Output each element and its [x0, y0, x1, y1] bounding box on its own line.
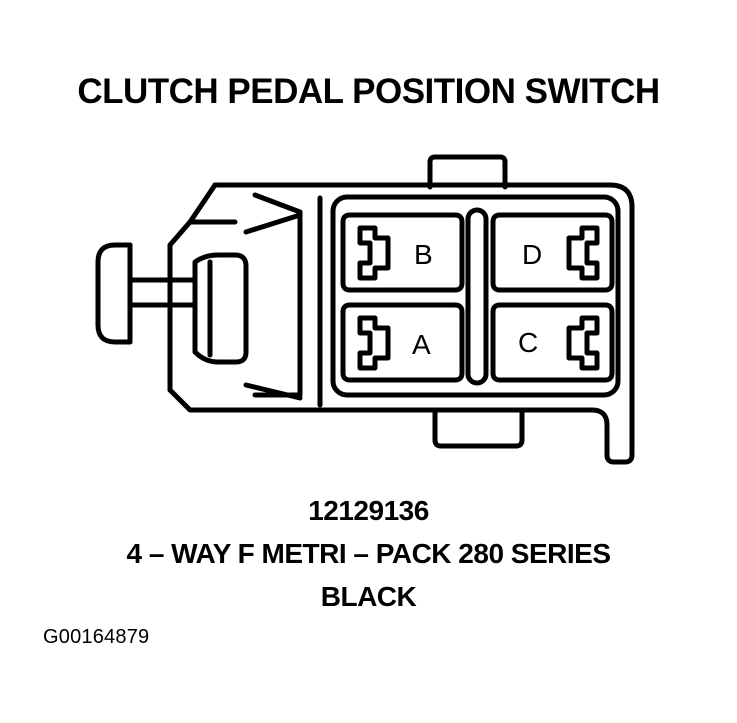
connector-type: 4 – WAY F METRI – PACK 280 SERIES	[126, 538, 611, 569]
pin-cavity-d	[490, 212, 615, 293]
pin-cavity-b	[340, 212, 465, 293]
pin-cavity-c	[490, 302, 615, 383]
pin-label-b: B	[414, 239, 433, 270]
plunger	[95, 212, 303, 401]
pin-label-c: C	[518, 327, 538, 358]
bottom-tab	[432, 407, 525, 449]
top-lock-tab	[427, 154, 508, 190]
pin-label-a: A	[412, 329, 431, 360]
pin-label-d: D	[522, 239, 542, 270]
figure-id: G00164879	[43, 626, 150, 648]
part-number: 12129136	[308, 495, 429, 526]
pin-cavity-a	[340, 302, 465, 383]
cavity-frame	[330, 194, 621, 398]
connector-body	[167, 182, 635, 465]
diagram-title: CLUTCH PEDAL POSITION SWITCH	[77, 72, 660, 111]
part-info: 12129136 4 – WAY F METRI – PACK 280 SERI…	[0, 489, 737, 618]
connector-color: BLACK	[320, 581, 417, 612]
